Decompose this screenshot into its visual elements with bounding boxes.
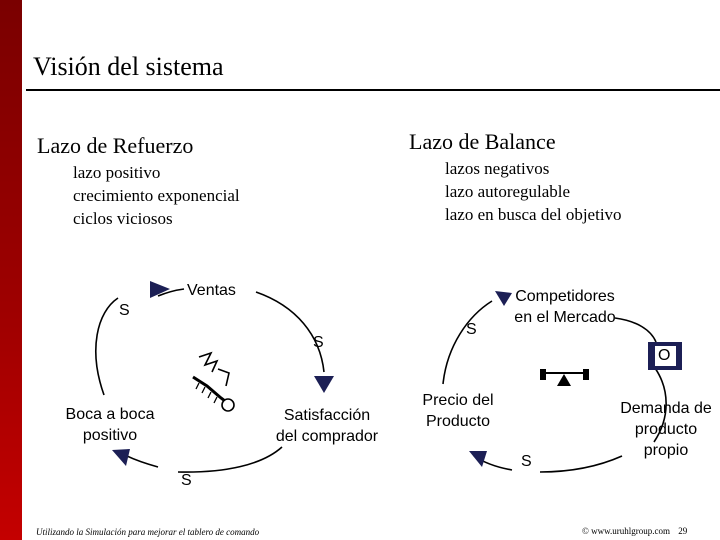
loop-arc — [157, 288, 185, 297]
arrow-head — [469, 451, 487, 467]
arrow-head — [112, 449, 130, 466]
node-sales: Ventas — [187, 282, 236, 299]
loop-arc — [653, 367, 667, 443]
reinforcing-line: lazo positivo — [73, 163, 161, 182]
loop-arc — [177, 446, 283, 473]
node-own-product-demand: Demanda de producto propio — [620, 400, 712, 459]
arrow-head — [150, 281, 170, 298]
balancing-line: lazo autoregulable — [445, 182, 571, 201]
balancing-description: lazos negativos lazo autoregulable lazo … — [445, 157, 622, 226]
link-polarity-label: S — [313, 334, 324, 351]
loop-arc — [442, 300, 493, 385]
footer-copyright: © www.uruhlgroup.com 29 — [582, 526, 688, 536]
link-polarity-label: S — [466, 321, 477, 338]
reinforcing-line: crecimiento exponencial — [73, 186, 240, 205]
link-polarity-label: S — [521, 453, 532, 470]
accent-bar — [0, 0, 22, 540]
title-divider — [26, 89, 720, 91]
node-buyer-satisfaction: Satisfacción del comprador — [275, 407, 379, 445]
balancing-line: lazos negativos — [445, 159, 550, 178]
link-polarity-label: S — [119, 302, 130, 319]
reinforcing-heading: Lazo de Refuerzo — [37, 133, 194, 158]
loop-arc — [95, 297, 119, 396]
arrow-head — [314, 376, 334, 393]
page-number: 29 — [678, 526, 688, 536]
loop-arc — [255, 291, 325, 373]
node-word-of-mouth: Boca a boca positivo — [65, 406, 155, 444]
reinforcing-line: ciclos viciosos — [73, 209, 173, 228]
balancing-heading: Lazo de Balance — [409, 129, 556, 154]
loop-arc — [539, 455, 623, 473]
node-competitors: Competidores en el Mercado — [514, 288, 616, 326]
link-polarity-label: O — [658, 347, 671, 364]
balancing-line: lazo en busca del objetivo — [445, 205, 622, 224]
footer-caption: Utilizando la Simulación para mejorar el… — [36, 527, 260, 537]
link-polarity-label: S — [181, 472, 192, 489]
snowball-icon — [192, 351, 235, 412]
arrow-head — [495, 291, 512, 306]
balance-scale-icon — [540, 369, 589, 386]
node-product-price: Precio del Producto — [422, 392, 494, 430]
page-title: Visión del sistema — [33, 52, 224, 81]
loop-arc — [614, 317, 657, 343]
reinforcing-description: lazo positivo crecimiento exponencial ci… — [73, 161, 240, 230]
